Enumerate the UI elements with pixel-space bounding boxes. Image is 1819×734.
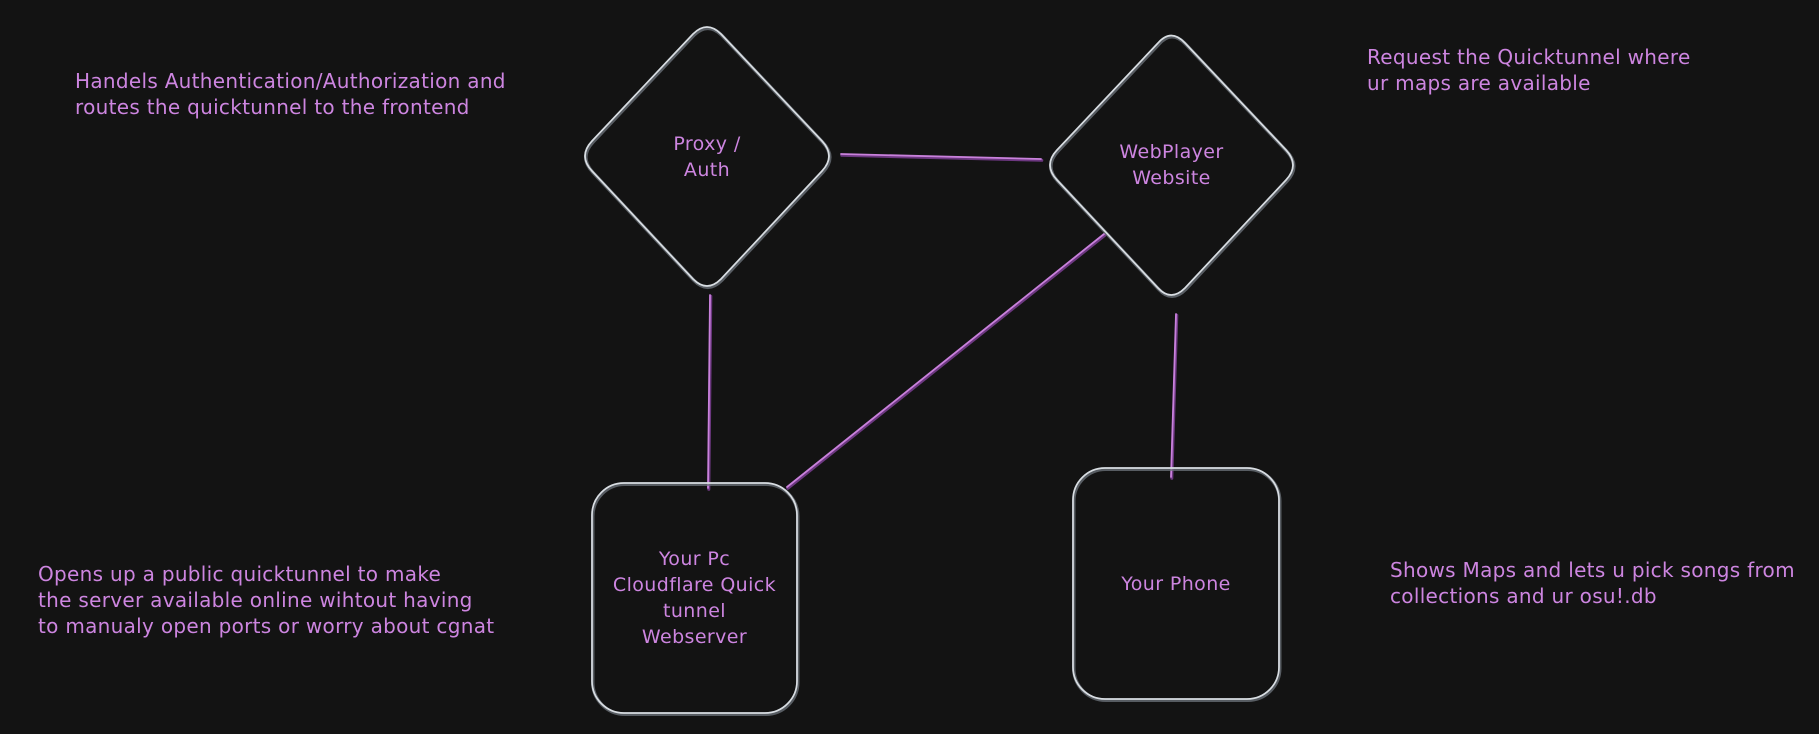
proxy-auth-diamond bbox=[584, 26, 832, 289]
note-your-phone: Shows Maps and lets u pick songs from co… bbox=[1390, 558, 1795, 608]
edge-webplayer-pc bbox=[786, 233, 1107, 490]
note-webplayer-website: Request the Quicktunnel where ur maps ar… bbox=[1367, 45, 1691, 95]
your-phone-box bbox=[1072, 467, 1282, 702]
edge-proxy-webplayer bbox=[840, 153, 1044, 162]
edge-proxy-pc bbox=[707, 294, 713, 491]
edge-webplayer-phone bbox=[1170, 313, 1179, 480]
note-pc-webserver: Opens up a public quicktunnel to make th… bbox=[38, 562, 495, 638]
note-proxy-auth: Handels Authentication/Authorization and… bbox=[75, 69, 506, 119]
webplayer-website-diamond bbox=[1049, 34, 1296, 298]
pc-webserver-box bbox=[591, 482, 800, 716]
